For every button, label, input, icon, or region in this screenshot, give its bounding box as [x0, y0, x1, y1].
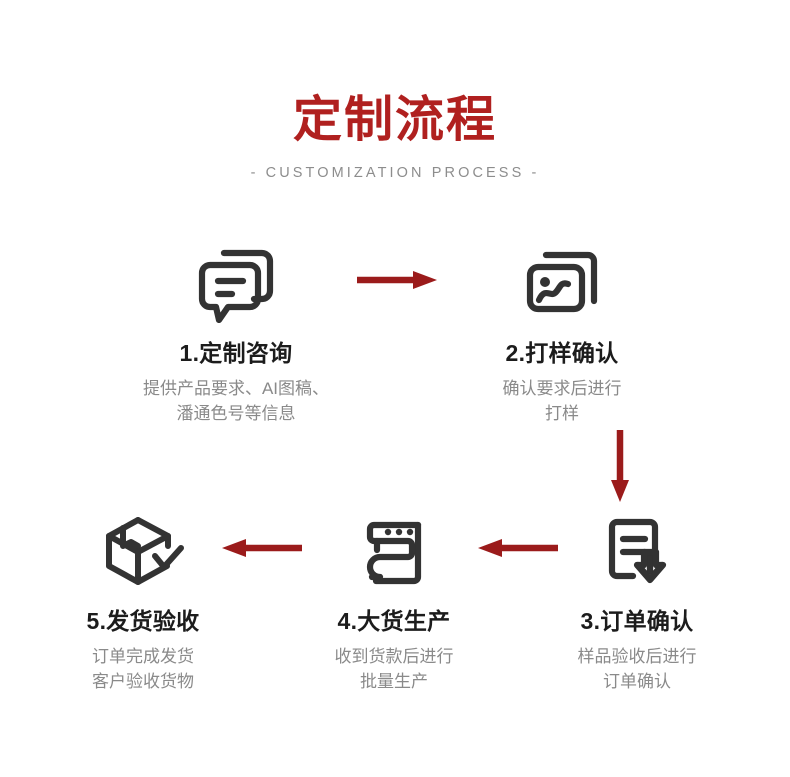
step-1-icon-wrap	[111, 240, 361, 326]
step-3-title: 3.订单确认	[580, 608, 694, 634]
step-3-desc-line-2: 订单确认	[603, 672, 671, 692]
step-5-shipping-acceptance: 5.发货验收 订单完成发货 客户验收货物	[18, 508, 268, 695]
step-5-description: 订单完成发货 客户验收货物	[18, 645, 268, 694]
step-5-desc-line-2: 客户验收货物	[92, 672, 194, 692]
step-3-icon-wrap	[512, 508, 762, 594]
document-download-icon	[597, 511, 677, 591]
arrow-step1-to-step2	[355, 268, 441, 292]
step-3-desc-line-1: 样品验收后进行	[577, 647, 697, 667]
step-2-desc-line-2: 打样	[545, 404, 579, 424]
step-1-desc-line-1: 提供产品要求、AI图稿、	[142, 379, 330, 399]
step-4-description: 收到货款后进行 批量生产	[269, 645, 519, 694]
chat-bubbles-icon	[194, 243, 278, 323]
step-4-icon-wrap	[269, 508, 519, 594]
step-5-title: 5.发货验收	[86, 608, 200, 634]
arrow-step3-to-step4	[474, 536, 560, 560]
page-subtitle: - CUSTOMIZATION PROCESS -	[250, 165, 540, 181]
step-2-sample-confirmation: 2.打样确认 确认要求后进行 打样	[437, 240, 687, 427]
step-2-description: 确认要求后进行 打样	[437, 377, 687, 426]
step-4-title: 4.大货生产	[337, 608, 451, 634]
arrow-step2-to-step3	[608, 428, 632, 506]
step-1-title: 1.定制咨询	[179, 340, 293, 366]
box-check-icon	[97, 511, 189, 591]
step-2-title: 2.打样确认	[505, 340, 619, 366]
step-4-desc-line-2: 批量生产	[360, 672, 428, 692]
step-1-description: 提供产品要求、AI图稿、 潘通色号等信息	[111, 377, 361, 426]
step-1-desc-line-2: 潘通色号等信息	[176, 404, 296, 424]
step-2-icon-wrap	[437, 240, 687, 326]
step-3-order-confirmation: 3.订单确认 样品验收后进行 订单确认	[512, 508, 762, 695]
sewing-machine-icon	[354, 511, 434, 591]
step-4-desc-line-1: 收到货款后进行	[334, 647, 454, 667]
step-3-description: 样品验收后进行 订单确认	[512, 645, 762, 694]
step-5-icon-wrap	[18, 508, 268, 594]
header: 定制流程 - CUSTOMIZATION PROCESS -	[0, 93, 790, 182]
image-frames-icon	[520, 243, 604, 323]
step-1-consultation: 1.定制咨询 提供产品要求、AI图稿、 潘通色号等信息	[111, 240, 361, 427]
arrow-step4-to-step5	[218, 536, 304, 560]
step-4-bulk-production: 4.大货生产 收到货款后进行 批量生产	[269, 508, 519, 695]
step-2-desc-line-1: 确认要求后进行	[502, 379, 622, 399]
step-5-desc-line-1: 订单完成发货	[92, 647, 194, 667]
page-title: 定制流程	[292, 93, 497, 147]
